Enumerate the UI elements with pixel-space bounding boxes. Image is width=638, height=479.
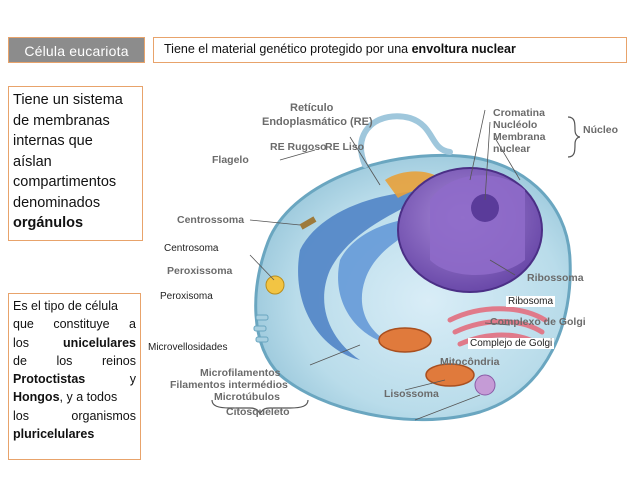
text: a <box>129 317 136 332</box>
label-nucleolo: Nucléolo <box>493 119 538 131</box>
text: y <box>129 372 136 387</box>
smooth-er <box>385 171 440 198</box>
label-complexo-golgi: Complexo de Golgi <box>490 316 586 328</box>
overlay-ribosoma: Ribosoma <box>506 296 556 307</box>
label-membrana: Membrana <box>493 131 546 143</box>
rough-er <box>298 190 440 360</box>
label-ribossoma: Ribossoma <box>527 272 584 284</box>
text: los <box>13 335 29 350</box>
membranes-line: de membranas <box>13 112 110 129</box>
label-microfilamentos: Microfilamentos <box>200 367 281 379</box>
overlay-centrosoma: Centrosoma <box>162 243 221 254</box>
cell-type-line: pluricelulares <box>13 425 136 443</box>
cytoskeleton-bracket <box>211 399 309 416</box>
label-re-liso: RE Liso <box>325 141 365 153</box>
cell-type-line: de los reinos <box>13 352 136 370</box>
cell-type-line: Es el tipo de célula <box>13 297 136 315</box>
text: de <box>13 353 27 368</box>
bold-text: Hongos <box>13 390 60 405</box>
title-box: Célula eucariota <box>8 37 145 63</box>
statement-text: Tiene el material genético protegido por… <box>164 42 412 56</box>
leader-lines <box>249 109 521 421</box>
membranes-bold-line: orgánulos <box>13 215 84 231</box>
statement-bold: envoltura nuclear <box>411 42 516 56</box>
overlay-peroxisoma: Peroxisoma <box>158 291 215 302</box>
label-re-rugoso: RE Rugoso <box>270 141 327 153</box>
bold-text: pluricelulares <box>13 427 95 442</box>
label-endoplasmatico: Endoplasmático (RE) <box>262 116 373 128</box>
label-lisossoma: Lisossoma <box>384 388 439 400</box>
overlay-complejo-golgi: Complejo de Golgi <box>468 338 555 349</box>
label-cromatina: Cromatina <box>493 107 545 119</box>
label-reticulo: Retículo <box>290 102 334 114</box>
bold-text: unicelulares <box>63 335 136 350</box>
cell-type-line: Protoctistas y <box>13 370 136 388</box>
centrosome <box>299 216 317 230</box>
mitochondrion <box>378 327 432 353</box>
microvilli <box>253 314 269 343</box>
rough-er <box>338 217 435 345</box>
peroxisome <box>265 275 285 295</box>
cell-type-line: los unicelulares <box>13 334 136 352</box>
membranes-line: denominados <box>13 194 101 211</box>
slide-title: Célula eucariota <box>24 43 129 59</box>
label-citosqueleto: Citosqueleto <box>226 406 290 418</box>
text: Es el tipo de célula <box>13 299 118 313</box>
flagellum <box>358 113 453 168</box>
text: que <box>13 317 34 332</box>
membranes-box: Tiene un sistema de membranas internas q… <box>8 86 143 241</box>
cell-type-line: Hongos, y a todos <box>13 388 136 406</box>
cell-type-line: que constituye a <box>13 315 136 333</box>
membranes-line: aíslan <box>13 153 52 170</box>
text: , y a todos <box>59 390 118 405</box>
cell-diagram <box>211 109 581 422</box>
label-peroxissoma: Peroxissoma <box>167 265 233 277</box>
nuclear-envelope-statement: Tiene el material genético protegido por… <box>153 37 627 63</box>
bold-text: Protoctistas <box>13 372 86 387</box>
text: los <box>56 353 73 368</box>
text: organismos <box>71 408 136 423</box>
label-mitocondria: Mitocôndria <box>440 356 500 368</box>
membranes-line: internas que <box>13 133 93 149</box>
lysosome <box>474 374 496 396</box>
membranes-line: Tiene un sistema <box>13 92 123 108</box>
overlay-microvellosidades: Microvellosidades <box>146 342 230 353</box>
label-centrossoma: Centrossoma <box>177 214 245 226</box>
nucleus-bracket <box>567 116 581 158</box>
text: constituye <box>53 317 110 332</box>
text: los <box>13 408 29 423</box>
label-flagelo: Flagelo <box>212 154 249 166</box>
mitochondrion <box>425 363 475 387</box>
label-filamentos-intermedios: Filamentos intermédios <box>170 379 288 391</box>
label-nucleo: Núcleo <box>583 124 619 136</box>
nuclear-cut <box>430 175 525 275</box>
text: reinos <box>101 353 136 368</box>
cell-type-line: los organismos <box>13 407 136 425</box>
label-nuclear: nuclear <box>493 143 531 155</box>
cell-type-box: Es el tipo de célula que constituye a lo… <box>8 293 141 460</box>
membranes-line: compartimentos <box>13 174 117 190</box>
label-microtubulos: Microtúbulos <box>214 391 280 403</box>
nucleolus <box>471 194 499 222</box>
